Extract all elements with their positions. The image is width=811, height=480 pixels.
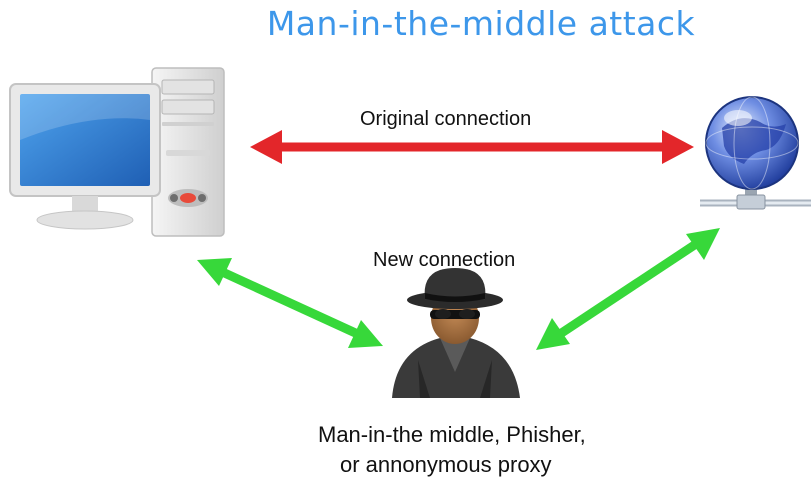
attacker-caption-line-2: or annonymous proxy	[340, 452, 552, 477]
diagram-title: Man-in-the-middle attack	[266, 4, 696, 43]
original-connection-label: Original connection	[360, 108, 532, 130]
hacker-icon	[392, 268, 520, 398]
new-connection-arrow-client	[197, 258, 383, 348]
attacker-caption-line-1: Man-in-the middle, Phisher,	[318, 422, 586, 447]
new-connection-arrow-server	[536, 228, 720, 350]
attacker-caption: Man-in-the middle, Phisher, or annonymou…	[318, 420, 586, 480]
network-globe-icon	[700, 96, 811, 210]
desktop-computer-icon	[9, 67, 225, 237]
new-connection-label: New connection	[373, 249, 516, 271]
original-connection-arrow	[250, 130, 694, 164]
